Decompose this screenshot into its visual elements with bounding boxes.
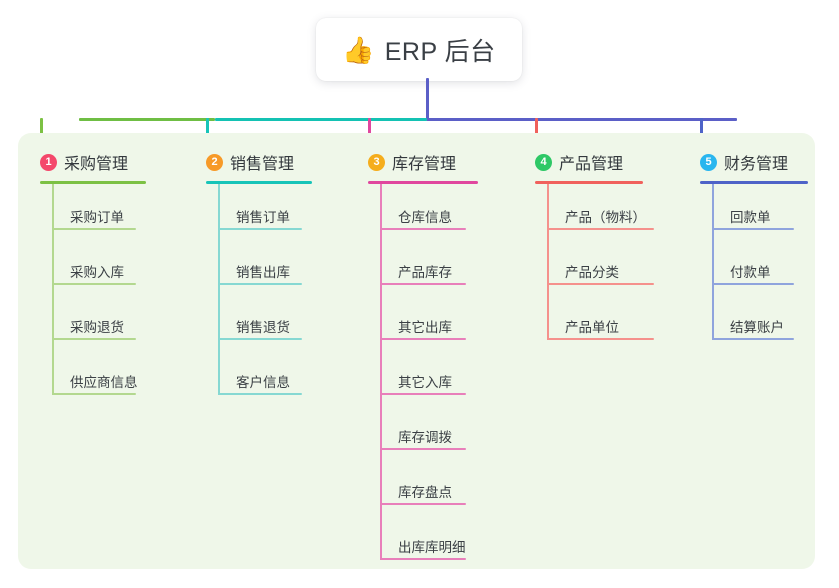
leaf-node-underline (380, 228, 466, 230)
branch-header-4[interactable]: 4 产品管理 (535, 150, 623, 174)
diagram-panel (18, 133, 815, 569)
branch-trunk-line (380, 184, 382, 560)
leaf-node-underline (712, 283, 794, 285)
branch-trunk-line (547, 184, 549, 340)
leaf-node-underline (52, 338, 136, 340)
branch-number-badge: 1 (40, 153, 57, 171)
leaf-node-underline (218, 228, 302, 230)
branch-connector-3 (368, 118, 371, 142)
branch-header-underline (700, 181, 808, 184)
leaf-node-underline (218, 283, 302, 285)
branch-trunk-line (52, 184, 54, 395)
branch-number-badge: 5 (700, 153, 717, 171)
bus-teal (215, 118, 427, 121)
leaf-node-underline (218, 393, 302, 395)
branch-header-underline (368, 181, 478, 184)
leaf-node-underline (547, 283, 654, 285)
branch-number-badge: 2 (206, 153, 223, 171)
branch-connector-4 (535, 118, 538, 142)
branch-header-2[interactable]: 2 销售管理 (206, 150, 294, 174)
leaf-node-label: 销售退货 (236, 320, 290, 335)
leaf-node-label: 采购订单 (70, 210, 124, 225)
root-node-card[interactable]: 👍 ERP 后台 (316, 18, 522, 81)
leaf-node-label: 出库库明细 (398, 540, 466, 555)
leaf-node-label: 采购入库 (70, 265, 124, 280)
leaf-node-underline (52, 283, 136, 285)
branch-trunk-line (218, 184, 220, 395)
leaf-node-underline (712, 338, 794, 340)
bus-green (79, 118, 215, 121)
branch-title: 产品管理 (559, 156, 624, 173)
branch-header-3[interactable]: 3 库存管理 (368, 150, 456, 174)
branch-connector-1 (40, 118, 43, 142)
branch-header-underline (206, 181, 312, 184)
leaf-node-label: 付款单 (730, 265, 771, 280)
branch-connector-5 (700, 118, 703, 142)
branch-number-badge: 4 (535, 153, 552, 171)
thumbs-up-icon: 👍 (342, 34, 375, 65)
branch-connector-2 (206, 118, 209, 142)
root-node-title: ERP 后台 (384, 37, 496, 66)
leaf-node-label: 结算账户 (730, 320, 784, 335)
leaf-node-underline (380, 503, 466, 505)
bus-blue (427, 118, 737, 121)
branch-header-underline (40, 181, 146, 184)
branch-header-underline (535, 181, 643, 184)
branch-title: 销售管理 (230, 156, 295, 173)
leaf-node-underline (547, 338, 654, 340)
root-connector-line (426, 78, 429, 121)
leaf-node-underline (380, 283, 466, 285)
leaf-node-label: 回款单 (730, 210, 771, 225)
leaf-node-label: 仓库信息 (398, 210, 452, 225)
leaf-node-label: 产品库存 (398, 265, 452, 280)
leaf-node-underline (712, 228, 794, 230)
leaf-node-underline (380, 393, 466, 395)
leaf-node-label: 客户信息 (236, 375, 290, 390)
leaf-node-label: 其它出库 (398, 320, 452, 335)
leaf-node-underline (218, 338, 302, 340)
leaf-node-label: 产品单位 (565, 320, 619, 335)
branch-trunk-line (712, 184, 714, 340)
branch-title: 采购管理 (64, 156, 129, 173)
branch-title: 库存管理 (392, 156, 457, 173)
branch-title: 财务管理 (724, 156, 789, 173)
leaf-node-label: 其它入库 (398, 375, 452, 390)
leaf-node-underline (380, 558, 466, 560)
leaf-node-label: 库存盘点 (398, 485, 452, 500)
leaf-node-label: 供应商信息 (70, 375, 138, 390)
leaf-node-underline (547, 228, 654, 230)
leaf-node-label: 销售出库 (236, 265, 290, 280)
leaf-node-label: 销售订单 (236, 210, 290, 225)
branch-number-badge: 3 (368, 153, 385, 171)
leaf-node-underline (380, 338, 466, 340)
branch-header-1[interactable]: 1 采购管理 (40, 150, 128, 174)
branch-header-5[interactable]: 5 财务管理 (700, 150, 788, 174)
leaf-node-underline (52, 393, 136, 395)
leaf-node-label: 采购退货 (70, 320, 124, 335)
leaf-node-underline (380, 448, 466, 450)
leaf-node-label: 库存调拨 (398, 430, 452, 445)
leaf-node-underline (52, 228, 136, 230)
leaf-node-label: 产品（物料） (565, 210, 646, 225)
leaf-node-label: 产品分类 (565, 265, 619, 280)
